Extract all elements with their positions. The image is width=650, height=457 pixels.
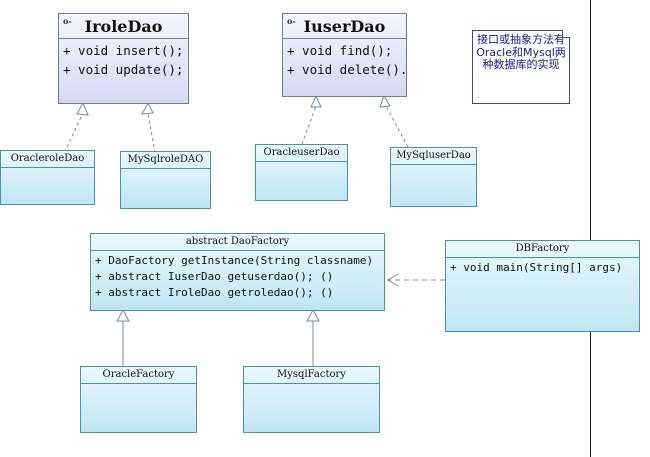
class-name: OracleFactory xyxy=(81,367,196,384)
class-mysqlroledao[interactable]: MySqlroleDAO xyxy=(120,151,211,209)
class-daofactory[interactable]: abstract DaoFactory + DaoFactory getInst… xyxy=(90,233,385,311)
class-header: o- IuserDao xyxy=(283,14,406,39)
arrowhead-iuser-left xyxy=(310,94,322,108)
class-oracleroledao[interactable]: OracleroleDao xyxy=(0,150,95,205)
class-name: OracleroleDao xyxy=(1,151,94,168)
class-name: MySqlroleDAO xyxy=(121,152,210,169)
arrowhead-mysqlfactory xyxy=(306,308,320,322)
arrowhead-dependency xyxy=(387,273,399,287)
operation: + DaoFactory getInstance(String classnam… xyxy=(95,254,374,267)
operation: + void find(); xyxy=(287,43,393,58)
operation: + void main(String[] args) xyxy=(450,261,623,274)
operation: + void insert(); xyxy=(63,43,184,58)
realization-mysqluser xyxy=(385,105,409,148)
class-header: o- IroleDao xyxy=(59,14,188,39)
class-name: IuserDao xyxy=(303,17,386,36)
class-name: OracleuserDao xyxy=(256,145,347,162)
operations: + DaoFactory getInstance(String classnam… xyxy=(91,251,384,303)
operation: + void delete(). xyxy=(287,62,408,77)
class-dbfactory[interactable]: DBFactory + void main(String[] args) xyxy=(445,240,640,332)
class-mysqluserdao[interactable]: MySqluserDao xyxy=(390,147,477,207)
arrowhead-irole-right xyxy=(141,101,154,115)
realization-oracleuser xyxy=(301,105,317,145)
operations: + void insert(); + void update(); xyxy=(59,39,188,81)
class-name: DBFactory xyxy=(446,241,639,258)
class-name: MySqluserDao xyxy=(391,148,476,165)
class-mysqlfactory[interactable]: MysqlFactory xyxy=(243,366,380,433)
arrowhead-oraclefactory xyxy=(116,308,130,322)
operation: + abstract IuserDao getuserdao(); () xyxy=(95,270,334,283)
class-name: MysqlFactory xyxy=(244,367,379,384)
realization-mysqlrole xyxy=(147,112,156,154)
interface-stereotype-icon: o- xyxy=(287,16,296,26)
class-oracleuserdao[interactable]: OracleuserDao xyxy=(255,144,348,201)
interface-iuserdao[interactable]: o- IuserDao + void find(); + void delete… xyxy=(282,13,407,97)
class-name: IroleDao xyxy=(84,17,163,36)
arrowhead-iuser-right xyxy=(379,94,391,108)
interface-iroledao[interactable]: o- IroleDao + void insert(); + void upda… xyxy=(58,13,189,104)
operation: + abstract IroleDao getroledao(); () xyxy=(95,286,334,299)
operations: + void find(); + void delete(). xyxy=(283,39,408,81)
interface-stereotype-icon: o- xyxy=(63,16,72,26)
operations: + void main(String[] args) xyxy=(446,258,639,278)
operation: + void update(); xyxy=(63,62,184,77)
class-name: abstract DaoFactory xyxy=(91,234,384,251)
swimlane-divider xyxy=(590,0,591,457)
note[interactable]: 接口或抽象方法有Oracle和Mysql两种数据库的实现 xyxy=(472,30,570,104)
note-fold-corner xyxy=(562,30,570,38)
arrowhead-irole-left xyxy=(76,101,89,116)
class-oraclefactory[interactable]: OracleFactory xyxy=(80,366,197,433)
